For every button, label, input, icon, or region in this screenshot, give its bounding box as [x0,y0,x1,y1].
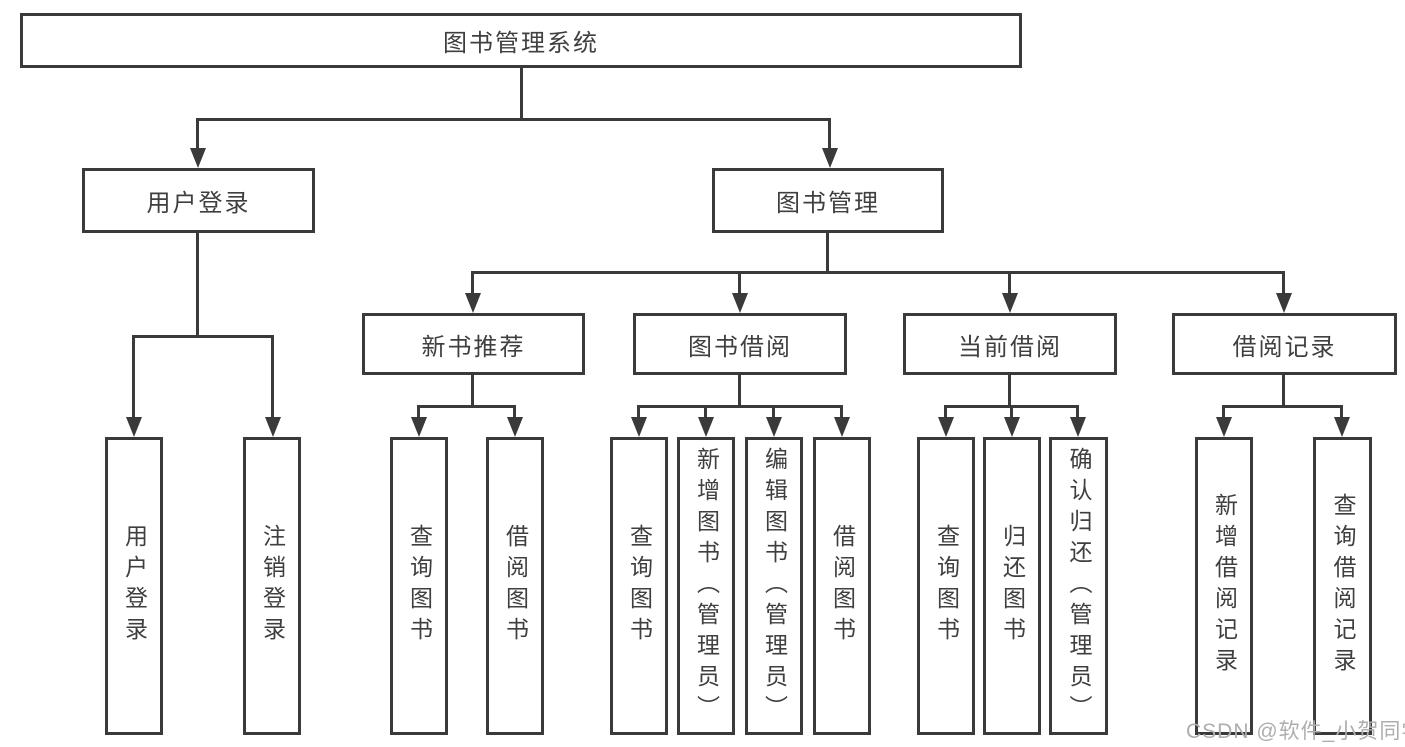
connector-line [738,271,741,297]
node-label: 查询图书 [626,524,653,648]
connector-line [132,335,274,338]
connector-line [840,405,843,421]
arrow-down-icon [1276,293,1292,313]
arrow-down-icon [631,417,647,437]
node-label: 当前借阅 [958,333,1062,361]
arrow-down-icon [698,417,714,437]
connector-line [704,405,707,421]
arrow-down-icon [1216,417,1232,437]
node-borrow-books: 借阅图书 [813,437,871,735]
node-query-books: 查询图书 [610,437,668,735]
arrow-down-icon [1002,293,1018,313]
connector-line [772,405,775,421]
arrow-down-icon [465,293,481,313]
node-add-borrow-record: 新增借阅记录 [1195,437,1253,735]
node-borrow-books: 借阅图书 [486,437,544,735]
arrow-down-icon [265,417,281,437]
arrow-down-icon [126,417,142,437]
connector-line [637,405,843,408]
connector-line [471,271,1285,274]
node-label: 新书推荐 [421,333,526,361]
node-label: 用户登录 [121,524,148,648]
connector-line [1340,405,1343,421]
node-current-borrowing: 当前借阅 [903,313,1117,375]
arrow-down-icon [938,417,954,437]
arrow-down-icon [507,417,523,437]
connector-line [1076,405,1079,421]
connector-line [471,375,474,405]
connector-line [1222,405,1343,408]
node-edit-books-admin: 编辑图书（管理员） [745,437,803,735]
node-label: 编辑图书（管理员） [761,446,788,726]
node-label: 注销登录 [259,524,286,648]
connector-line [417,405,420,421]
node-label: 图书管理 [776,190,880,217]
node-user-login-action: 用户登录 [105,437,163,735]
node-query-borrow-record: 查询借阅记录 [1313,437,1372,735]
node-label: 借阅图书 [502,524,529,648]
arrow-down-icon [834,417,850,437]
arrow-down-icon [1004,417,1020,437]
connector-line [637,405,640,421]
node-label: 图书管理系统 [443,30,599,57]
node-label: 新增图书（管理员） [693,446,720,726]
connector-line [826,233,829,271]
node-logout-action: 注销登录 [243,437,301,735]
node-label: 查询借阅记录 [1330,493,1356,679]
node-label: 确认归还（管理员） [1066,446,1092,726]
connector-line [132,335,135,421]
arrow-down-icon [1334,417,1350,437]
connector-line [1222,405,1225,421]
node-label: 查询图书 [406,524,433,648]
node-label: 借阅图书 [829,524,856,648]
node-user-login: 用户登录 [82,168,315,233]
node-book-borrowing: 图书借阅 [633,313,847,375]
connector-line [271,335,274,421]
connector-line [417,405,516,408]
node-borrowing-records: 借阅记录 [1172,313,1397,375]
connector-line [1008,271,1011,297]
connector-line [471,271,474,297]
connector-line [196,118,199,152]
node-label: 新增借阅记录 [1211,493,1238,679]
connector-line [944,405,947,421]
connector-line [1282,271,1285,297]
connector-line [1008,375,1011,405]
connector-line [513,405,516,421]
node-confirm-return-admin: 确认归还（管理员） [1049,437,1108,735]
node-label: 借阅记录 [1232,333,1337,361]
arrow-down-icon [732,293,748,313]
arrow-down-icon [411,417,427,437]
node-book-management: 图书管理 [712,168,944,233]
arrow-down-icon [190,148,206,168]
connector-line [1010,405,1013,421]
node-return-books: 归还图书 [983,437,1041,735]
connector-line [828,118,831,152]
node-query-books: 查询图书 [390,437,448,735]
connector-line [520,68,523,118]
node-label: 图书借阅 [688,333,792,361]
node-new-book-recommendation: 新书推荐 [362,313,585,375]
arrow-down-icon [822,148,838,168]
connector-line [738,375,741,405]
node-label: 查询图书 [933,524,960,648]
node-label: 用户登录 [146,190,251,217]
watermark: CSDN @软件_小贺同学 [1186,720,1405,743]
node-label: 归还图书 [999,524,1026,648]
connector-line [1282,375,1285,405]
node-add-books-admin: 新增图书（管理员） [677,437,735,735]
arrow-down-icon [1070,417,1086,437]
connector-line [196,118,831,121]
connector-line [196,233,199,335]
node-query-books: 查询图书 [917,437,975,735]
arrow-down-icon [766,417,782,437]
node-book-management-system: 图书管理系统 [20,13,1022,68]
